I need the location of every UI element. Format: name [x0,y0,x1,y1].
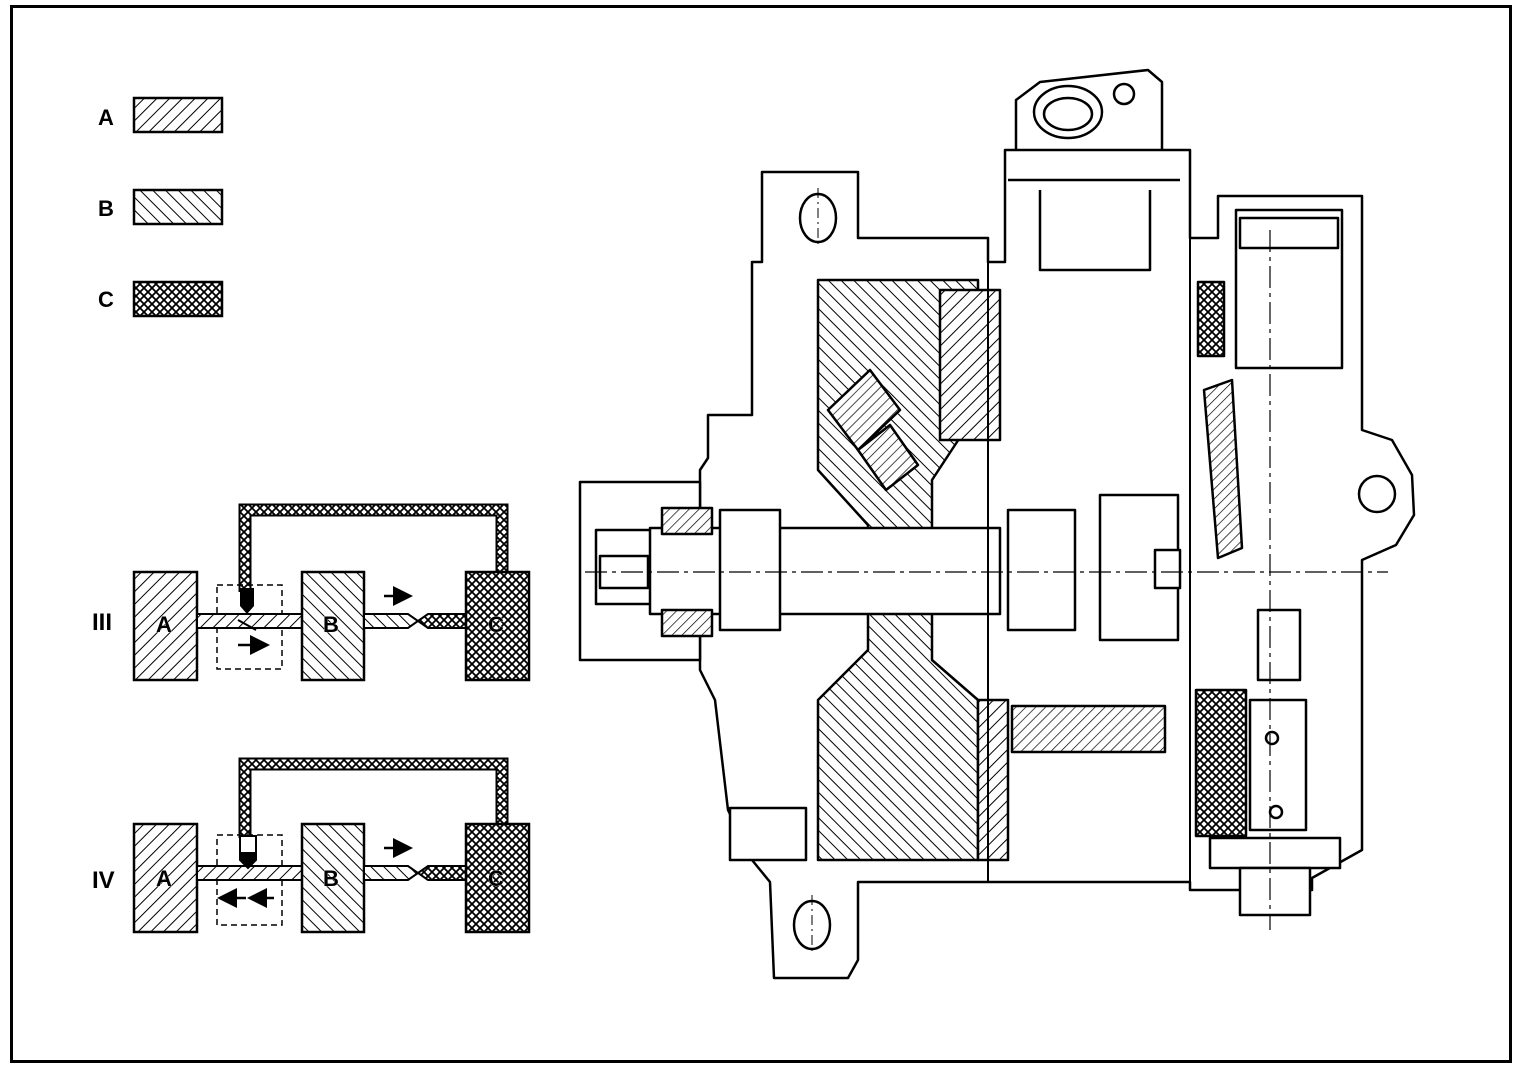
block-c-iii-label: C [488,612,504,637]
gear-section [1010,704,1167,754]
block-a-iv-label: A [156,866,172,891]
valve-cap [1208,836,1342,870]
diagram-iv-label: IV [92,867,115,894]
side-mount-hole [1357,474,1397,514]
block-b-iii [300,570,366,682]
valve-bore-upper [1234,208,1344,370]
rear-bearing-retainer [1098,493,1180,642]
front-bearing [718,508,782,632]
shaft-nut [1153,548,1182,590]
block-a-iii [132,570,199,682]
block-c-iii [464,570,531,682]
block-c-iv-label: C [488,866,504,891]
port-c-upper [1196,280,1226,358]
figure-frame [10,5,1512,1063]
block-b-iv-label: B [323,866,339,891]
top-mount-hole [1112,82,1136,106]
valve-spool-plate [1202,378,1244,560]
port-c-lower [1194,688,1248,838]
legend-item-b: B [98,188,224,226]
piston-shoe-lower [856,423,920,492]
flow-diagram-iii: III A B C [92,503,531,682]
block-b-iii-label: B [323,612,339,637]
legend: A B C [98,96,224,318]
legend-swatch-b [132,188,224,226]
top-port-fitting [1014,68,1164,150]
block-c-iv [464,822,531,934]
shaft-seal-upper [660,506,714,536]
legend-key-c: C [98,287,114,312]
flow-diagram-iv: IV A B C [92,757,531,934]
pump-cross-section [578,68,1416,980]
drive-shaft [648,526,1002,616]
legend-swatch-a [132,96,224,134]
legend-item-c: C [98,280,224,318]
diagram-iii-label: III [92,609,112,636]
piston-shoe-upper [826,368,902,452]
adjust-screw [1238,866,1312,917]
legend-key-b: B [98,196,114,221]
top-port [1032,84,1104,140]
block-a-iii-label: A [156,612,172,637]
block-b-iv [300,822,366,934]
cylinder-block-upper [938,288,1002,442]
shaft-seal-lower [660,608,714,638]
lower-bolt [728,806,808,862]
rear-bearing [1006,508,1077,632]
legend-item-a: A [98,96,224,134]
control-valve [1256,608,1302,682]
legend-swatch-c [132,280,224,318]
legend-key-a: A [98,105,114,130]
